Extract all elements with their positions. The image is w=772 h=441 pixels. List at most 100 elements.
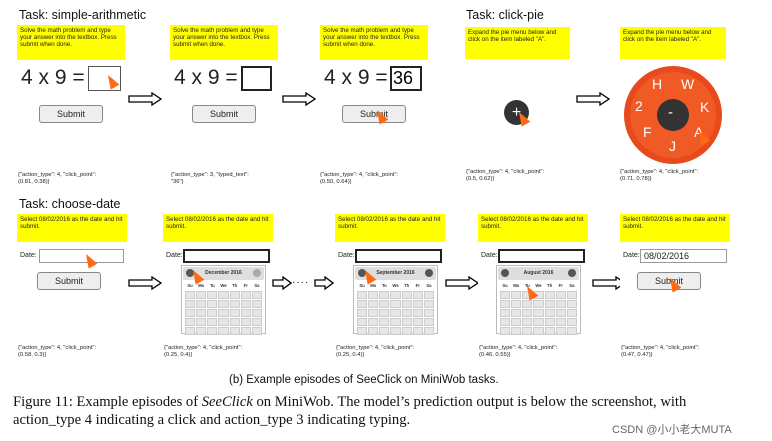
calendar-day-cell[interactable] [357, 318, 368, 326]
calendar-day-cell[interactable] [185, 309, 196, 317]
submit-button[interactable]: Submit [637, 272, 701, 290]
calendar-day-cell[interactable] [390, 291, 401, 299]
pie-item-a[interactable]: A [694, 124, 704, 140]
calendar-day-cell[interactable] [368, 300, 379, 308]
calendar-day-cell[interactable] [500, 300, 511, 308]
calendar-day-cell[interactable] [379, 300, 390, 308]
calendar-day-cell[interactable] [207, 291, 218, 299]
calendar-day-cell[interactable] [423, 318, 434, 326]
calendar-day-cell[interactable] [390, 300, 401, 308]
calendar-day-cell[interactable] [251, 318, 262, 326]
calendar-day-cell[interactable] [240, 327, 251, 335]
calendar-day-cell[interactable] [196, 300, 207, 308]
calendar-day-cell[interactable] [196, 327, 207, 335]
submit-button[interactable]: Submit [37, 272, 101, 290]
calendar-day-cell[interactable] [379, 327, 390, 335]
calendar-day-cell[interactable] [522, 318, 533, 326]
next-month-icon[interactable] [253, 269, 261, 277]
submit-button[interactable]: Submit [342, 105, 406, 123]
calendar-day-cell[interactable] [544, 309, 555, 317]
calendar-day-cell[interactable] [196, 309, 207, 317]
calendar-day-cell[interactable] [566, 327, 577, 335]
calendar-day-cell[interactable] [555, 309, 566, 317]
calendar-day-cell[interactable] [522, 309, 533, 317]
calendar-day-cell[interactable] [533, 291, 544, 299]
calendar-day-cell[interactable] [207, 300, 218, 308]
calendar-day-cell[interactable] [401, 318, 412, 326]
pie-item-2[interactable]: 2 [635, 98, 643, 114]
calendar-day-cell[interactable] [544, 318, 555, 326]
pie-item-w[interactable]: W [681, 76, 695, 92]
submit-button[interactable]: Submit [192, 105, 256, 123]
calendar-day-cell[interactable] [379, 291, 390, 299]
calendar-day-cell[interactable] [218, 309, 229, 317]
date-input[interactable] [183, 249, 270, 263]
calendar-day-cell[interactable] [368, 291, 379, 299]
calendar-day-cell[interactable] [533, 300, 544, 308]
pie-item-h[interactable]: H [652, 76, 663, 92]
calendar-day-cell[interactable] [412, 300, 423, 308]
calendar-day-cell[interactable] [423, 291, 434, 299]
calendar-day-cell[interactable] [412, 309, 423, 317]
pie-menu-button[interactable]: + [504, 100, 529, 125]
pie-center-button[interactable]: - [668, 104, 673, 121]
calendar-day-cell[interactable] [555, 291, 566, 299]
submit-button[interactable]: Submit [39, 105, 103, 123]
calendar-day-cell[interactable] [251, 291, 262, 299]
calendar-day-cell[interactable] [401, 291, 412, 299]
calendar-day-cell[interactable] [379, 318, 390, 326]
calendar-day-cell[interactable] [207, 309, 218, 317]
calendar-day-cell[interactable] [185, 291, 196, 299]
calendar-day-cell[interactable] [229, 300, 240, 308]
calendar-day-cell[interactable] [555, 300, 566, 308]
prev-month-icon[interactable] [358, 269, 366, 277]
answer-input[interactable] [241, 66, 272, 91]
calendar-day-cell[interactable] [368, 327, 379, 335]
calendar-day-cell[interactable] [511, 291, 522, 299]
calendar-day-cell[interactable] [357, 291, 368, 299]
calendar-day-cell[interactable] [207, 318, 218, 326]
calendar-day-cell[interactable] [555, 327, 566, 335]
calendar-day-cell[interactable] [240, 309, 251, 317]
calendar-day-cell[interactable] [533, 318, 544, 326]
calendar-day-cell[interactable] [544, 291, 555, 299]
calendar-day-cell[interactable] [185, 318, 196, 326]
calendar-day-cell[interactable] [229, 291, 240, 299]
pie-item-k[interactable]: K [700, 99, 710, 115]
calendar-day-cell[interactable] [390, 327, 401, 335]
date-input[interactable] [355, 249, 442, 263]
calendar-day-cell[interactable] [401, 309, 412, 317]
calendar-day-cell[interactable] [357, 309, 368, 317]
calendar-day-cell[interactable] [500, 327, 511, 335]
calendar-day-cell[interactable] [240, 300, 251, 308]
calendar-day-cell[interactable] [511, 300, 522, 308]
prev-month-icon[interactable] [501, 269, 509, 277]
calendar-day-cell[interactable] [533, 309, 544, 317]
date-input[interactable] [498, 249, 585, 263]
next-month-icon[interactable] [568, 269, 576, 277]
calendar-day-cell[interactable] [511, 327, 522, 335]
answer-input[interactable] [88, 66, 121, 91]
calendar-day-cell[interactable] [251, 309, 262, 317]
calendar-day-cell[interactable] [251, 327, 262, 335]
calendar-day-cell[interactable] [357, 327, 368, 335]
calendar-day-cell[interactable] [229, 309, 240, 317]
calendar-day-cell[interactable] [240, 291, 251, 299]
calendar-day-cell[interactable] [533, 327, 544, 335]
calendar-day-cell[interactable] [522, 300, 533, 308]
calendar-day-cell[interactable] [566, 300, 577, 308]
calendar-day-cell[interactable] [500, 291, 511, 299]
calendar-day-cell[interactable] [423, 300, 434, 308]
calendar-day-cell[interactable] [522, 327, 533, 335]
calendar-day-cell[interactable] [401, 327, 412, 335]
calendar-day-cell[interactable] [196, 318, 207, 326]
calendar-day-cell[interactable] [240, 318, 251, 326]
calendar-day-cell[interactable] [218, 300, 229, 308]
calendar-day-cell[interactable] [379, 309, 390, 317]
calendar-day-cell[interactable] [185, 300, 196, 308]
calendar-day-cell[interactable] [412, 318, 423, 326]
date-input[interactable]: 08/02/2016 [640, 249, 727, 263]
calendar-day-cell[interactable] [218, 318, 229, 326]
calendar-day-cell[interactable] [511, 309, 522, 317]
calendar-day-cell[interactable] [251, 300, 262, 308]
